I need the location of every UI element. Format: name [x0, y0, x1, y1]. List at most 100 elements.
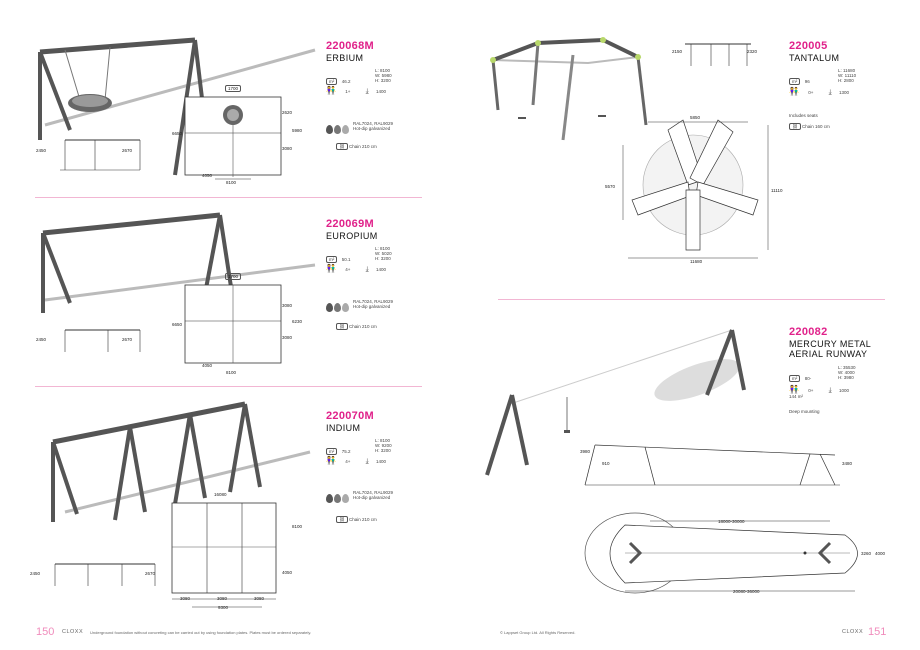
- runway-dim-right-b: 4000: [875, 551, 886, 556]
- area-icon: m²: [789, 78, 801, 85]
- indium-chain-row: ⛓ Chain 210 cm: [336, 516, 377, 523]
- europium-finish: Hot-dip galvanized: [353, 304, 391, 309]
- fall-height-icon: ⤓: [828, 387, 832, 394]
- runway-age-row: 👫 0+ ⤓ 1000: [789, 385, 849, 395]
- tantalum-plan-drawing: [622, 119, 769, 259]
- indium-dim-bottom-a: 3080: [180, 596, 191, 601]
- tantalum-note: Includes seats: [789, 113, 818, 118]
- color-drop-2: [334, 303, 341, 312]
- tantalum-dim-l: L: 11680: [838, 68, 856, 73]
- erbium-chain: Chain 210 cm: [348, 144, 377, 149]
- tantalum-specs: m² 96 L: 11680 W: 11110 H: 2800: [789, 68, 879, 88]
- erbium-chain-row: ⛓ Chain 210 cm: [336, 143, 377, 150]
- erbium-dim-bottom-a: 4050: [202, 173, 213, 178]
- runway-elev-right: 3480: [842, 461, 853, 466]
- runway-illustration: [485, 329, 746, 476]
- right-brand: CLOXX: [842, 629, 864, 635]
- europium-plan-drawing: [184, 284, 282, 364]
- europium-specs: m² 50.1 L: 8100 W: 5020 H: 3200: [326, 246, 416, 266]
- europium-dim-left: 6650: [172, 322, 183, 327]
- erbium-age: 1+: [345, 89, 351, 94]
- europium-dim-top: 1700: [225, 273, 242, 280]
- chain-icon: ⛓: [336, 516, 348, 523]
- tantalum-dim-top: 5850: [690, 115, 701, 120]
- divider-2: [35, 386, 422, 387]
- europium-swing-illustration: [41, 212, 316, 321]
- europium-dim-bottom-b: 8100: [226, 370, 237, 375]
- europium-dim-side-a: 3080: [282, 303, 293, 308]
- tantalum-name: TANTALUM: [789, 53, 840, 63]
- chain-icon: ⛓: [336, 143, 348, 150]
- erbium-elevation-drawing: [60, 139, 141, 171]
- tantalum-area: 96: [804, 79, 810, 84]
- tantalum-elev-b: 2320: [747, 49, 758, 54]
- erbium-age-row: 👫 1+ ⤓ 1400: [326, 86, 387, 96]
- erbium-elev-left: 2450: [36, 148, 47, 153]
- indium-code: 220070M: [326, 410, 374, 422]
- chain-icon: ⛓: [789, 123, 801, 130]
- tantalum-age: 0+: [808, 90, 814, 95]
- erbium-elev-right: 2670: [122, 148, 133, 153]
- europium-elev-left: 2450: [36, 337, 47, 342]
- erbium-area: 46.2: [341, 79, 351, 84]
- tantalum-dim-left: 5570: [605, 184, 616, 189]
- erbium-fall-height: 1400: [376, 89, 387, 94]
- children-icon: 👫: [789, 385, 799, 394]
- tantalum-dim-bottom: 11680: [690, 259, 703, 264]
- runway-elevation-drawing: [584, 444, 840, 486]
- area-icon: m²: [789, 375, 801, 382]
- runway-dim-right-a: 3260: [861, 551, 872, 556]
- europium-dim-bottom-a: 4050: [202, 363, 213, 368]
- indium-elev-left: 2450: [30, 571, 41, 576]
- europium-fall-height: 1400: [376, 267, 387, 272]
- europium-dim-side-b: 3080: [282, 335, 293, 340]
- divider-3: [498, 299, 885, 300]
- erbium-dim-w: W: 5980: [375, 73, 392, 78]
- indium-swing-illustration: [51, 401, 311, 522]
- indium-dim-bottom-b: 3080: [217, 596, 228, 601]
- runway-area: 80- 144 m²: [789, 376, 812, 399]
- runway-dim-w: W: 4000: [838, 370, 855, 375]
- children-icon: 👫: [326, 264, 336, 273]
- erbium-dim-h: H: 3200: [375, 78, 391, 83]
- erbium-dim-side-b: 3080: [282, 146, 293, 151]
- color-drop-1: [326, 303, 333, 312]
- tantalum-code: 220005: [789, 40, 828, 52]
- children-icon: 👫: [326, 86, 336, 95]
- fall-height-icon: ⤓: [365, 266, 369, 273]
- runway-dim-bottom: 20080-36000: [733, 589, 760, 594]
- area-icon: m²: [326, 78, 338, 85]
- color-drop-3: [342, 125, 349, 134]
- europium-chain: Chain 210 cm: [348, 324, 377, 329]
- color-drop-1: [326, 125, 333, 134]
- indium-finish: Hot-dip galvanized: [353, 495, 391, 500]
- indium-elev-right: 2670: [145, 571, 156, 576]
- indium-dim-w: W: 9200: [375, 443, 392, 448]
- runway-code: 220082: [789, 326, 828, 338]
- fall-height-icon: ⤓: [365, 458, 369, 465]
- tantalum-fall-height: 1300: [839, 90, 850, 95]
- europium-dim-h: H: 3200: [375, 256, 391, 261]
- runway-age: 0+: [808, 388, 814, 393]
- europium-age-row: 👫 4+ ⤓ 1400: [326, 264, 387, 274]
- indium-dim-l: L: 8100: [375, 438, 391, 443]
- europium-dim-w: W: 5020: [375, 251, 392, 256]
- erbium-finish: Hot-dip galvanized: [353, 126, 391, 131]
- chain-icon: ⛓: [336, 323, 348, 330]
- right-page-number: 151: [868, 626, 887, 638]
- fall-height-icon: ⤓: [828, 89, 832, 96]
- runway-dim-l: L: 35530: [838, 365, 856, 370]
- runway-elev-left: 3980: [580, 449, 591, 454]
- children-icon: 👫: [326, 456, 336, 465]
- erbium-colors: RAL7024, RAL9029: [353, 121, 394, 126]
- europium-dim-l: L: 8100: [375, 246, 391, 251]
- tantalum-swing-illustration: [490, 37, 648, 141]
- color-drop-3: [342, 494, 349, 503]
- color-drop-2: [334, 125, 341, 134]
- tantalum-dim-w: W: 11110: [838, 73, 857, 78]
- europium-area: 50.1: [341, 257, 351, 262]
- tantalum-chain: Chain 160 cm: [801, 124, 830, 129]
- indium-dim-right-b: 4050: [282, 570, 293, 575]
- indium-fall-height: 1400: [376, 459, 387, 464]
- fall-height-icon: ⤓: [365, 88, 369, 95]
